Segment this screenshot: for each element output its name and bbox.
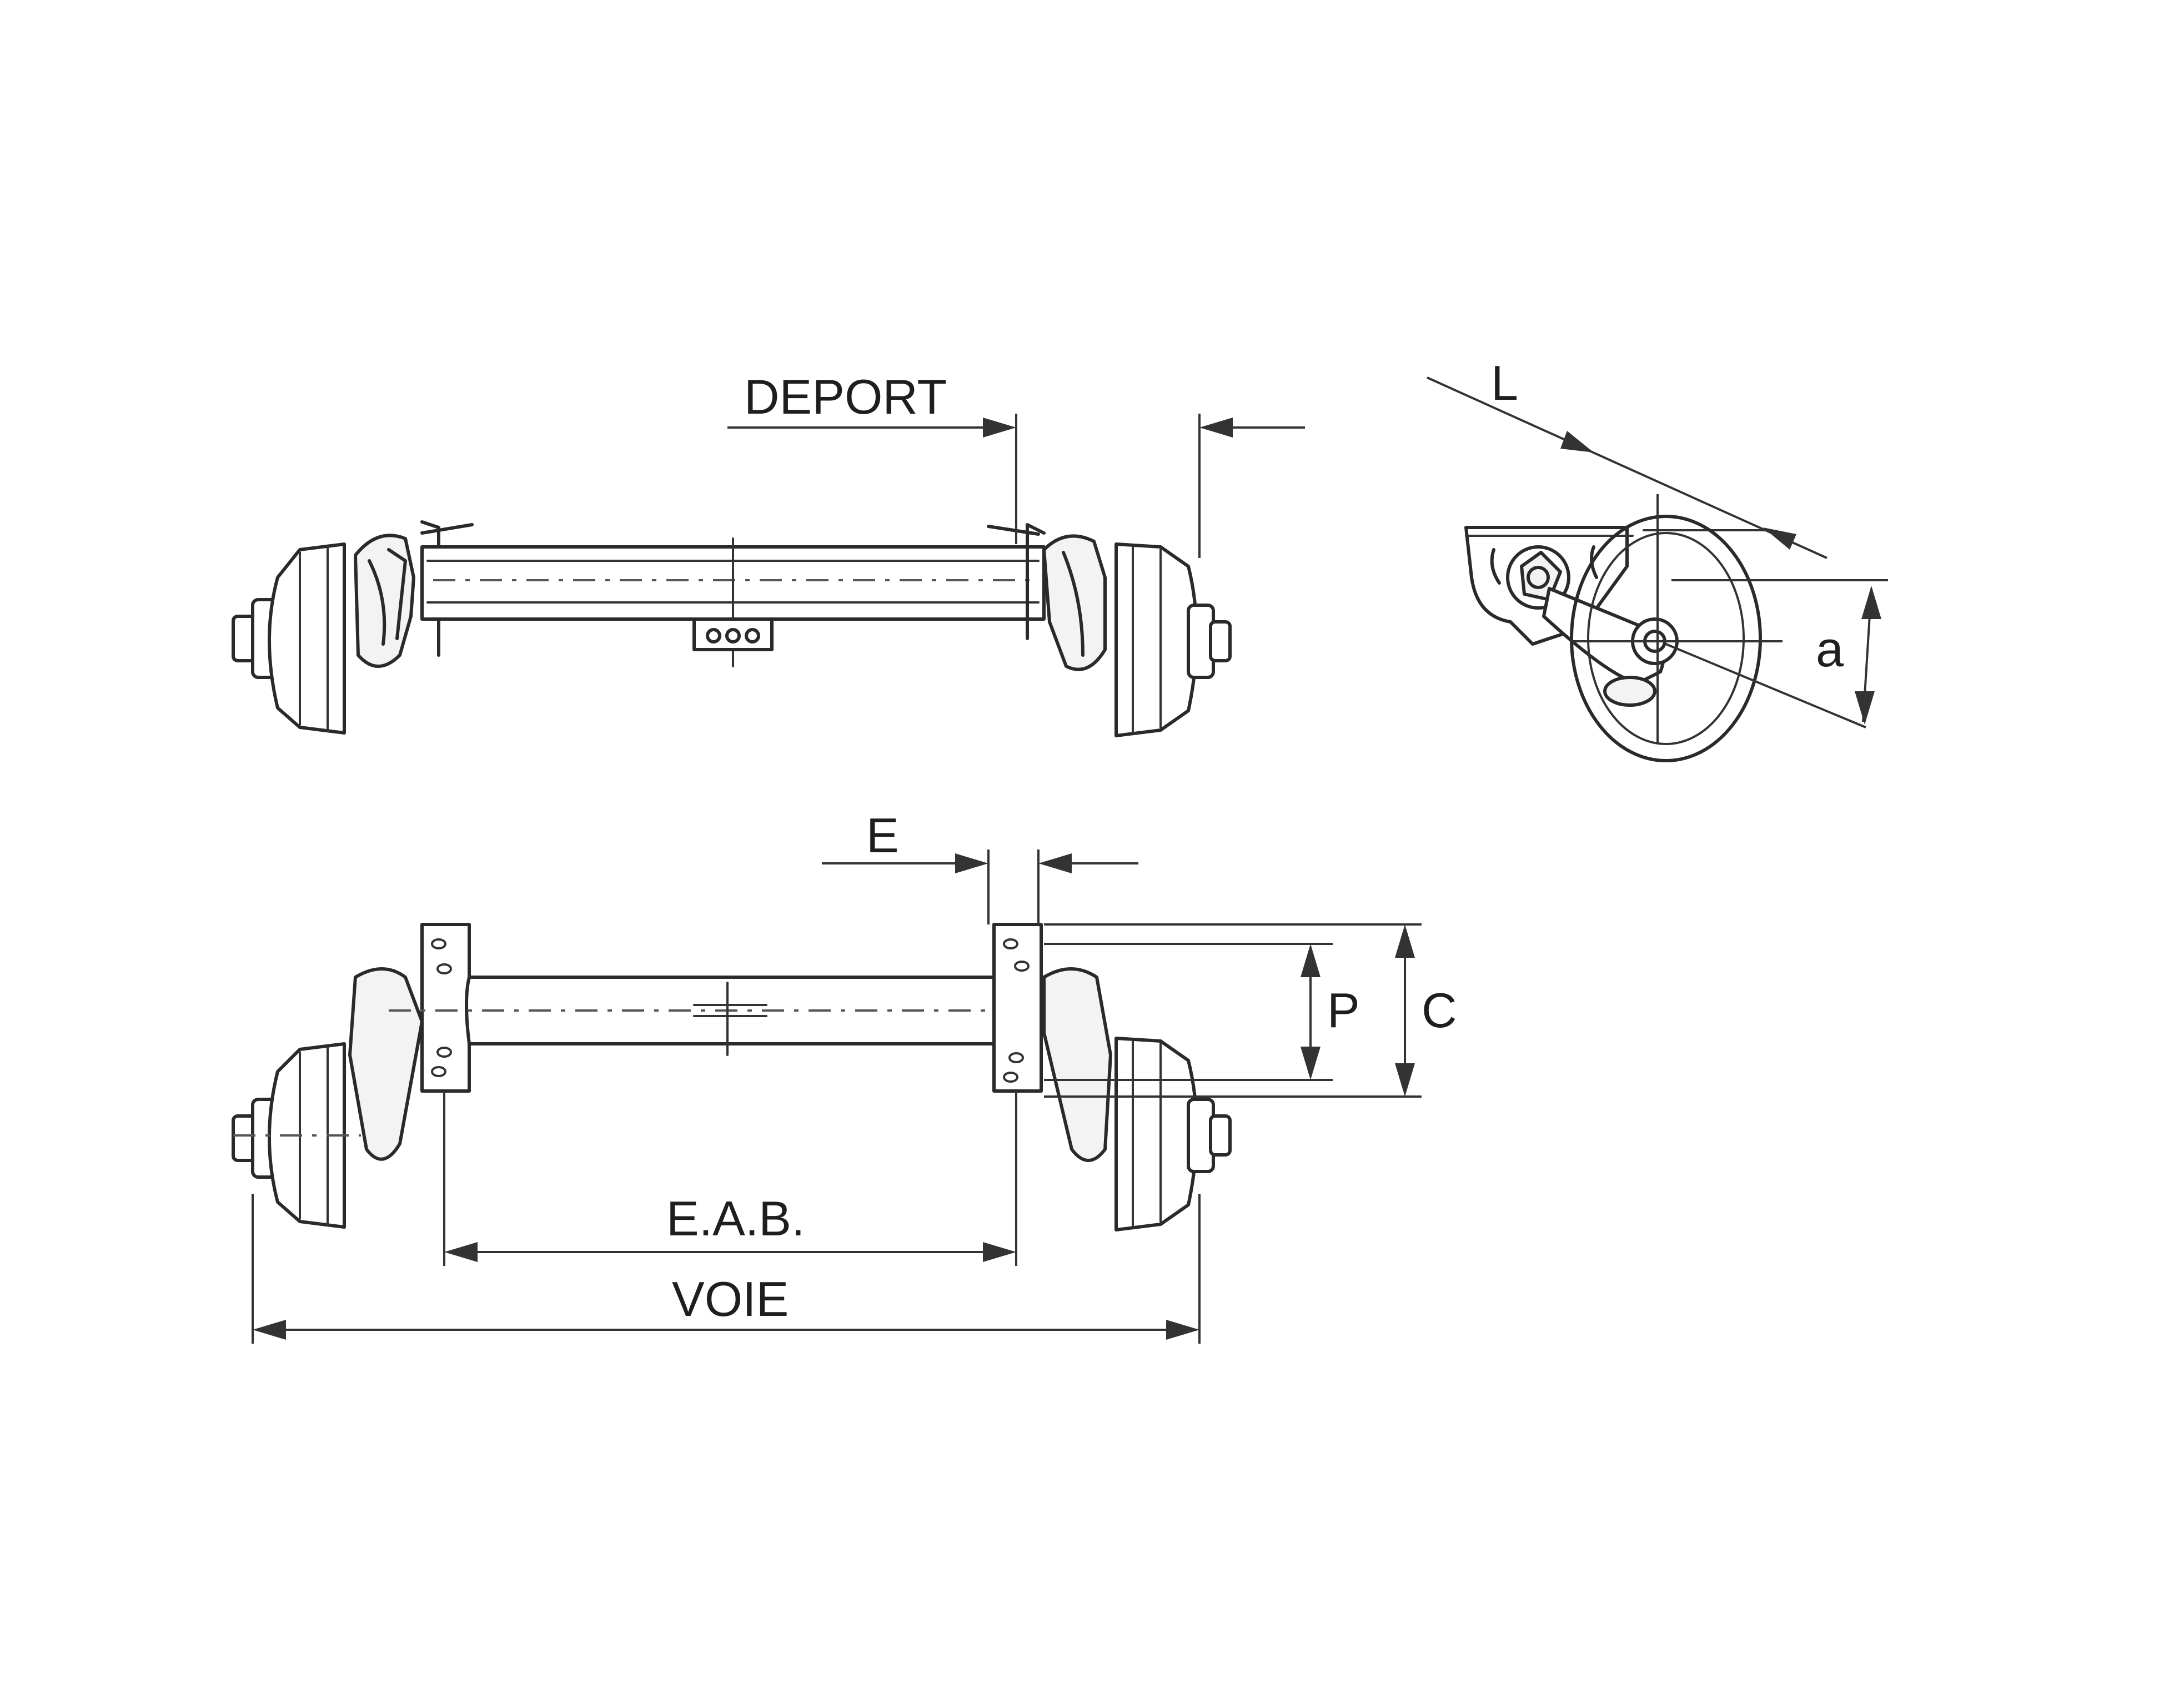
right-arm-bottom (1042, 967, 1112, 1162)
axle-front-view (232, 520, 1232, 737)
center-mount-top (692, 617, 774, 651)
left-arm-bottom (348, 967, 424, 1161)
deport-dimension (727, 414, 1305, 558)
left-arm-top (354, 534, 415, 668)
voie-dimension (252, 1194, 1201, 1344)
e-dimension (822, 849, 1138, 924)
c-label: C (1422, 983, 1457, 1038)
right-arm-top (1042, 534, 1107, 671)
l-label: L (1491, 355, 1518, 410)
voie-label: VOIE (672, 1271, 789, 1326)
right-bracket-top (987, 523, 1046, 640)
p-label: P (1327, 983, 1360, 1038)
left-bracket-bottom (420, 923, 471, 1093)
deport-label: DEPORT (744, 369, 947, 424)
a-label: a (1816, 622, 1844, 677)
eab-label: E.A.B. (666, 1191, 805, 1246)
e-label: E (866, 808, 899, 863)
p-c-dimensions (1044, 923, 1422, 1098)
right-bracket-bottom (992, 923, 1043, 1093)
axle-tube-bottom (389, 976, 998, 1056)
left-wheel-hub-top (232, 542, 346, 735)
axle-side-view (1427, 376, 1888, 762)
eab-dimension (443, 1091, 1017, 1266)
axle-top-view (232, 923, 1232, 1231)
axle-tube-top (420, 537, 1046, 667)
left-wheel-hub-bottom (232, 1042, 361, 1229)
side-wheel (1570, 494, 1783, 762)
right-wheel-hub-bottom (1114, 1037, 1232, 1231)
right-wheel-hub-top (1114, 542, 1232, 737)
